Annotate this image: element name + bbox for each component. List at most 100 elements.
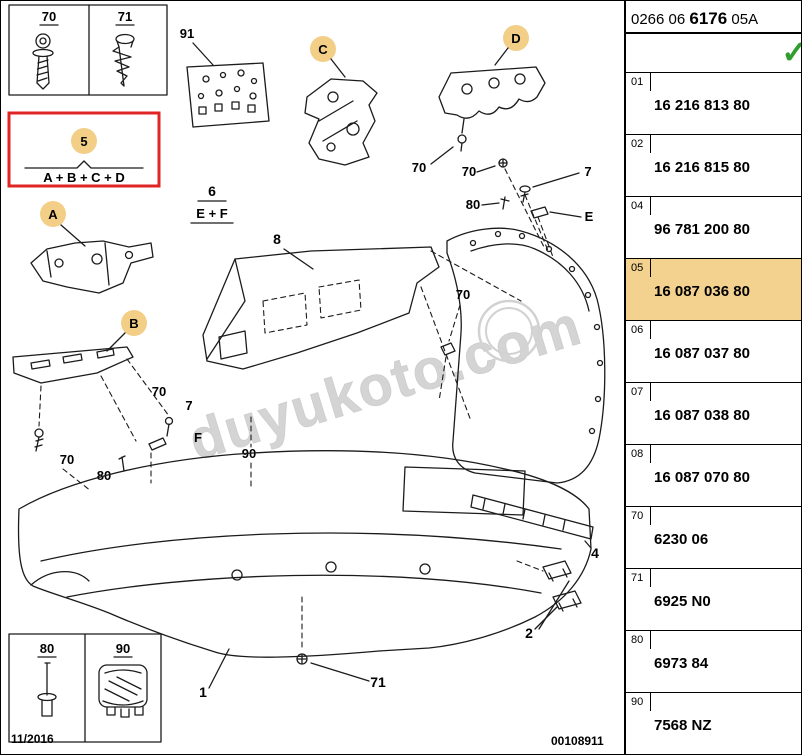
part-ref: 70 [631, 510, 644, 522]
doc-number-bold: 6176 [689, 9, 728, 28]
parts-table: 01 16 216 813 80 02 16 216 815 80 04 96 … [626, 73, 801, 754]
part-number: 7568 NZ [654, 717, 712, 734]
bracket-b-drawing [12, 346, 134, 384]
table-row[interactable]: 90 7568 NZ [626, 693, 801, 754]
part-ref: 07 [631, 386, 644, 398]
part-ref: 08 [631, 448, 644, 460]
bumper-drawing [17, 450, 592, 658]
badge-c [310, 36, 336, 62]
check-row: ✓ [626, 34, 801, 73]
table-row[interactable]: 80 6973 84 [626, 631, 801, 693]
drawing-number: 00108911 [551, 734, 604, 748]
badge-a [40, 201, 66, 227]
revision-date: 11/2016 [11, 732, 54, 746]
trim-strip-4: 4 [470, 494, 599, 561]
part-ref: 01 [631, 76, 644, 88]
table-row-selected[interactable]: 05 16 087 036 80 [626, 259, 801, 321]
badge-a-label: A [48, 207, 58, 222]
badge-b [121, 310, 147, 336]
badge-d [503, 25, 529, 51]
callout-7: 7 [185, 398, 192, 413]
badge-5-label: 5 [80, 134, 87, 149]
bumper-1-callout: 1 [199, 648, 230, 700]
part-ref: 06 [631, 324, 644, 336]
part-number: 16 216 813 80 [654, 97, 750, 114]
group-6: 6 E + F [190, 183, 234, 224]
group-5-formula: A + B + C + D [43, 170, 125, 185]
hardware-kit-drawing [186, 62, 270, 128]
part-ref: 71 [631, 572, 644, 584]
table-row[interactable]: 70 6230 06 [626, 507, 801, 569]
callout-70: 70 [412, 160, 426, 175]
badge-5 [71, 128, 97, 154]
bracket-b: B [12, 310, 170, 442]
fastener-legend-bottom: 80 90 [8, 633, 162, 743]
callout-70: 70 [456, 287, 470, 302]
part-ref: 80 [631, 634, 644, 646]
table-row[interactable]: 08 16 087 070 80 [626, 445, 801, 507]
callout-1: 1 [199, 684, 207, 700]
brackets-2: 2 [516, 560, 582, 641]
table-row[interactable]: 02 16 216 815 80 [626, 135, 801, 197]
part-number: 16 216 815 80 [654, 159, 750, 176]
badge-b-label: B [129, 316, 138, 331]
rivet-icon [500, 196, 510, 210]
part-number: 6230 06 [654, 531, 709, 548]
part-number: 16 087 070 80 [654, 469, 750, 486]
brace-icon [24, 160, 144, 169]
check-icon: ✓ [781, 36, 801, 68]
legend-top-left-label: 70 [42, 9, 56, 24]
callout-70: 70 [462, 164, 476, 179]
bracket-c-drawing [304, 78, 378, 166]
part-number: 96 781 200 80 [654, 221, 750, 238]
document-number: 0266 06 6176 05A [626, 1, 801, 34]
impact-beam-8: 8 [202, 231, 522, 422]
table-row[interactable]: 06 16 087 037 80 [626, 321, 801, 383]
group-5-box: 5 A + B + C + D [7, 111, 161, 188]
parts-table-panel: 0266 06 6176 05A ✓ 01 16 216 813 80 02 1… [624, 1, 801, 754]
callout-70: 70 [152, 384, 166, 399]
screw-71-icon [112, 33, 135, 87]
screw-70-icon [32, 33, 54, 90]
part-number: 16 087 036 80 [654, 283, 750, 300]
clip-icon [440, 342, 456, 356]
table-row[interactable]: 04 96 781 200 80 [626, 197, 801, 259]
doc-number-prefix: 0266 06 [631, 11, 690, 28]
callout-e: E [585, 209, 594, 224]
trim-strip-drawing [470, 494, 594, 540]
callout-70: 70 [60, 452, 74, 467]
legend-top-right-label: 71 [118, 9, 132, 24]
callout-91: 91 [180, 26, 194, 41]
fastener-cluster-left: 70 7 F 80 70 [34, 384, 202, 492]
part-number: 16 087 038 80 [654, 407, 750, 424]
screw-icon [519, 185, 531, 203]
bolt-icon [457, 134, 467, 152]
bracket-c: C [304, 36, 378, 166]
group-6-formula: E + F [196, 206, 227, 221]
hardware-kit-91: 91 [180, 26, 270, 128]
rivet-80-icon [37, 662, 57, 717]
body-panel-drawing [446, 227, 606, 484]
bracket-a: A [30, 201, 154, 294]
legend-bottom-left-label: 80 [40, 641, 54, 656]
part-ref: 04 [631, 200, 644, 212]
part-ref: 05 [631, 262, 644, 274]
part-ref: 90 [631, 696, 644, 708]
screw-71-callout: 71 [296, 596, 386, 690]
brackets-2-drawing [542, 560, 582, 612]
exploded-diagram: duyukoto.com 70 71 [1, 1, 624, 754]
part-number: 6925 N0 [654, 593, 711, 610]
table-row[interactable]: 71 6925 N0 [626, 569, 801, 631]
table-row[interactable]: 07 16 087 038 80 [626, 383, 801, 445]
callout-4: 4 [591, 545, 599, 561]
screw-icon [296, 653, 308, 665]
callout-8: 8 [273, 231, 281, 247]
table-row[interactable]: 01 16 216 813 80 [626, 73, 801, 135]
callout-2: 2 [525, 625, 533, 641]
legend-bottom-right-label: 90 [116, 641, 130, 656]
bracket-d-drawing [438, 66, 546, 119]
callout-80: 80 [466, 197, 480, 212]
fastener-legend-top: 70 71 [8, 4, 168, 96]
callout-71: 71 [370, 674, 386, 690]
